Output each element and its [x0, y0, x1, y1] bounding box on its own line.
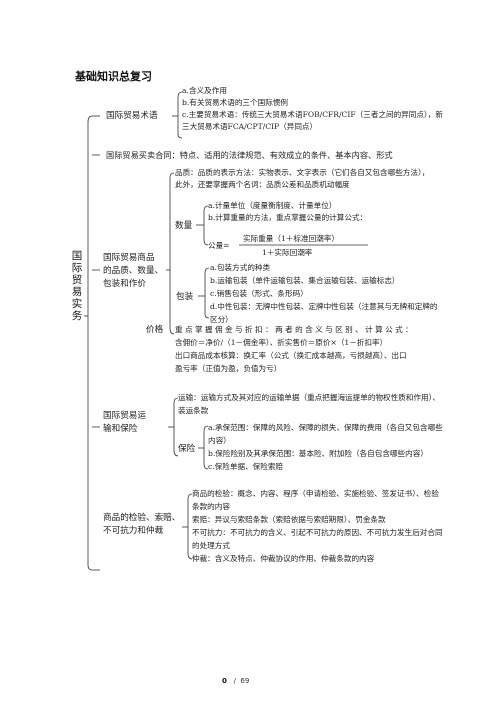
inspection-line3: 索赔：异议与索赔条款（索赔依据与索赔期限）、罚金条款 — [192, 515, 386, 524]
price-line1: 重 点 掌 握 佣 金 与 折 扣 ： 两 者 的 含 义 与 区 别 、 计 … — [175, 325, 413, 334]
packing-label: 包装 — [176, 292, 194, 302]
formula-numerator: 实际重量（1＋标准回潮率） — [243, 234, 339, 243]
quality-line1: 品质：品质的表示方法：实物表示、文字表示（它们各自又包含哪些方法）， — [175, 168, 430, 177]
page-indicator: 0 / 69 — [222, 677, 249, 685]
page-title: 基础知识总复习 — [75, 70, 152, 83]
insurance-item-b: b.保险险别及其承保范围：基本险、附加险（各自包含哪些内容） — [208, 449, 428, 458]
price-label: 价格 — [146, 325, 164, 335]
quantity-item-a: a.计量单位（度量衡制度、计量单位） — [208, 201, 337, 210]
packing-item-b: b.运输包装（单件运输包装、集合运输包装、运输标志） — [210, 276, 400, 285]
transport-label-line2: 输和保险 — [103, 424, 138, 434]
formula-lhs: 公量= — [208, 241, 230, 250]
page-separator: / — [233, 677, 236, 685]
insurance-item-c: c.保险单据、保险索赔 — [208, 462, 284, 471]
trade-terms-item-c-line1: c.主要贸易术语：传统三大贸易术语FOB/CFR/CIF（三者之间的异同点），新 — [182, 110, 443, 119]
quantity-label: 数量 — [175, 221, 193, 231]
insurance-item-a-line2: 内容） — [208, 436, 231, 445]
quality-line2: 此外，还要掌握两个名词：品质公差和品质机动幅度 — [175, 180, 350, 189]
packing-item-c: c.销售包装（形式、条形码） — [210, 289, 308, 298]
goods-terms-label-line3: 包装和作价 — [103, 279, 146, 289]
goods-terms-label-line1: 国际贸易商品 — [103, 253, 155, 263]
price-line4: 盈亏率（正值为盈，负值为亏） — [175, 364, 282, 373]
insurance-item-a-line1: a.承保范围：保障的风险、保障的损失、保障的费用（各自又包含哪些 — [208, 423, 443, 432]
goods-terms-label-line2: 的品质、数量、 — [103, 266, 164, 276]
trade-terms-label: 国际贸易术语 — [106, 111, 158, 121]
price-line3: 出口商品成本核算：换汇率（公式（换汇成本越高，亏损越高）、出口 — [175, 351, 407, 360]
trade-terms-item-c-line2: 三大贸易术语FCA/CPT/CIP（异同点） — [182, 122, 318, 131]
trade-terms-item-b: b.有关贸易术语的三个国际惯例 — [182, 98, 288, 107]
price-line2: 含佣价＝净价/（1－佣金率）、折实售价＝原价×（1－折扣率） — [175, 338, 388, 347]
inspection-line5: 的处理方式 — [192, 541, 230, 550]
transport-line2: 装运条款 — [178, 406, 209, 415]
packing-item-d-line1: d.中性包装：无牌中性包装、定牌中性包装（注意其与无牌和定牌的 — [210, 302, 438, 311]
insurance-label: 保险 — [178, 444, 196, 454]
inspection-line4: 不可抗力：不可抗力的含义、引起不可抗力的原因、不可抗力发生后对合同 — [192, 528, 443, 537]
transport-line1: 运输：运输方式及其对应的运输单据（重点把握海运提单的物权性质和作用）、 — [178, 393, 440, 402]
packing-item-d-line2: 区分） — [210, 315, 233, 324]
inspection-line2: 条款的内容 — [192, 502, 230, 511]
current-page-number: 0 — [222, 677, 227, 685]
inspection-label-line1: 商品的检验、索赔、 — [103, 513, 181, 523]
sales-contract-text: 国际贸易买卖合同：特点、适用的法律规范、有效成立的条件、基本内容、形式 — [106, 150, 393, 160]
total-pages: 69 — [240, 677, 250, 685]
trade-terms-item-a: a.含义及作用 — [182, 86, 227, 95]
inspection-line6: 仲裁：含义及特点、仲裁协议的作用、仲裁条款的内容 — [192, 554, 375, 563]
inspection-label-line2: 不可抗力和仲裁 — [103, 526, 164, 536]
transport-label-line1: 国际贸易运 — [103, 411, 146, 421]
quantity-item-b: b.计算重量的方法，重点掌握公量的计算公式： — [208, 213, 368, 222]
root-node-label: 国际贸易实务 — [71, 250, 83, 322]
inspection-line1: 商品的检验：概念、内容、程序（申请检验、实施检验、签发证书）、检验 — [192, 489, 439, 498]
packing-item-a: a.包装方式的种类 — [210, 263, 271, 272]
formula-denominator: 1＋实际回潮率 — [262, 248, 313, 257]
